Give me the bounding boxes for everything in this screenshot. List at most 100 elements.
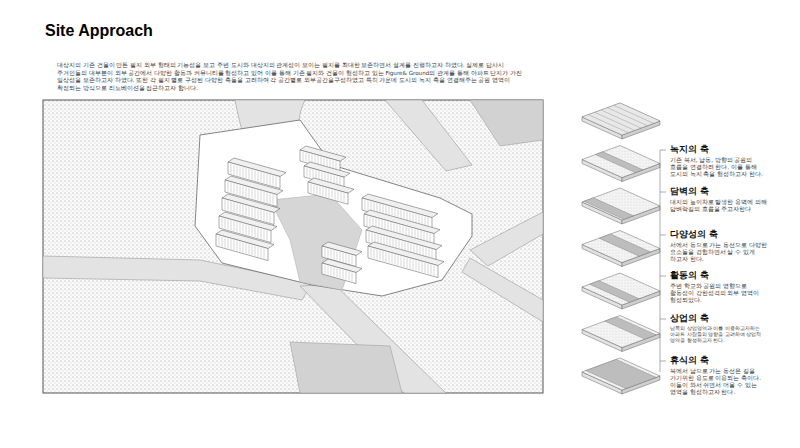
slab-facade [216, 234, 268, 261]
slab-facade [368, 246, 438, 278]
facade-stripe [237, 222, 238, 232]
facade-stripe [237, 203, 238, 213]
facade-stripe [346, 254, 347, 263]
facade-stripe [234, 202, 235, 212]
facade-stripe [231, 183, 232, 193]
axis-heading: 상업의 축 [670, 313, 709, 324]
facade-stripe [328, 249, 329, 258]
slab-facade [308, 182, 348, 204]
facade-stripe [309, 154, 310, 163]
facade-stripe [255, 227, 256, 237]
facade-stripe [240, 223, 241, 233]
axis-thumbnail [582, 231, 660, 267]
thumb-top [582, 188, 660, 220]
facade-stripe [323, 187, 324, 196]
facade-stripe [349, 272, 350, 281]
axis-description: 북에서 남으로 가는 동선은 길을 가기위한 용도로 이용되는 축이다. 이들이… [670, 368, 770, 397]
facade-stripe [352, 255, 353, 264]
facade-stripe [240, 185, 241, 195]
facade-stripe [315, 155, 316, 164]
facade-stripe [243, 224, 244, 234]
facade-stripe [328, 266, 329, 275]
facade-stripe [337, 176, 338, 185]
facade-stripe [243, 205, 244, 215]
axis-thumbnail [582, 273, 660, 309]
axis-heading: 녹지의 축 [670, 144, 709, 155]
axis-highlight [590, 281, 640, 303]
facade-stripe [325, 248, 326, 257]
axis-description: 대지의 높이차로 발생한 옹벽에 의해 담벼락길의 흐름을 주고자한다 [670, 199, 770, 213]
facade-stripe [234, 240, 235, 250]
facade-stripe [386, 252, 387, 262]
facade-stripe [252, 170, 253, 180]
facade-stripe [261, 191, 262, 201]
facade-stripe [261, 248, 262, 258]
facade-stripe [340, 252, 341, 261]
facade-stripe [219, 236, 220, 246]
axis-thumbnail [582, 316, 660, 352]
facade-stripe [410, 259, 411, 269]
facade-stripe [258, 247, 259, 257]
facade-stripe [264, 211, 265, 221]
axis-line [588, 115, 628, 133]
apartment-blocks [216, 146, 444, 284]
thumb-top [582, 146, 660, 178]
facade-stripe [371, 248, 372, 258]
facade-stripe [270, 194, 271, 204]
roads [43, 100, 543, 393]
facade-stripe [422, 262, 423, 272]
facade-stripe [246, 243, 247, 253]
facade-stripe [270, 175, 271, 185]
facade-stripe [377, 250, 378, 260]
axis-thumbnail [582, 146, 660, 182]
facade-stripe [234, 165, 235, 175]
axis-line [595, 112, 635, 130]
facade-stripe [240, 204, 241, 214]
facade-stripe [264, 173, 265, 183]
facade-stripe [243, 186, 244, 196]
facade-stripe [428, 264, 429, 274]
leader-ticks [660, 150, 666, 372]
facade-stripe [434, 265, 435, 275]
facade-stripe [401, 256, 402, 266]
facade-stripe [270, 212, 271, 222]
facade-stripe [231, 220, 232, 230]
axis-line [601, 110, 641, 128]
facade-stripe [374, 249, 375, 259]
facade-stripe [225, 238, 226, 248]
facade-stripe [340, 177, 341, 186]
thumb-top [582, 103, 660, 135]
facade-stripe [249, 169, 250, 179]
facade-stripe [267, 212, 268, 222]
facade-stripe [337, 251, 338, 260]
facade-stripe [389, 253, 390, 263]
facade-stripe [228, 201, 229, 211]
axis-highlight [599, 234, 650, 256]
facade-stripe [258, 171, 259, 181]
facade-stripe [261, 229, 262, 239]
facade-stripe [252, 189, 253, 199]
facade-stripe [231, 202, 232, 212]
facade-stripe [329, 189, 330, 198]
axis-description: 주변 학교와 공원의 영향으로 활동성이 강한성격의 외부 영역이 형성되었다. [670, 283, 770, 304]
facade-stripe [255, 171, 256, 181]
facade-stripe [276, 176, 277, 186]
thumb-top [582, 358, 660, 390]
axis-line [614, 105, 654, 123]
facade-stripe [246, 187, 247, 197]
facade-stripe [334, 175, 335, 184]
facade-stripe [234, 184, 235, 194]
axis-description: 남쪽의 상업영역과 이를 이용하고자하는 아파트 사람들의 영향을 고려하여 상… [670, 326, 770, 344]
thumb-top [582, 231, 660, 263]
facade-stripe [328, 174, 329, 183]
facade-stripe [380, 250, 381, 260]
axis-description: 서에서 동으로 가는 동선으로 다양한 요소들을 경험하면서 살 수 있게 하고… [670, 242, 770, 263]
facade-stripe [318, 156, 319, 165]
facade-stripe [273, 176, 274, 186]
facade-stripe [258, 209, 259, 219]
facade-stripe [312, 154, 313, 163]
facade-stripe [249, 244, 250, 254]
facade-stripe [336, 161, 337, 170]
axis-line [607, 108, 647, 126]
facade-stripe [321, 157, 322, 166]
